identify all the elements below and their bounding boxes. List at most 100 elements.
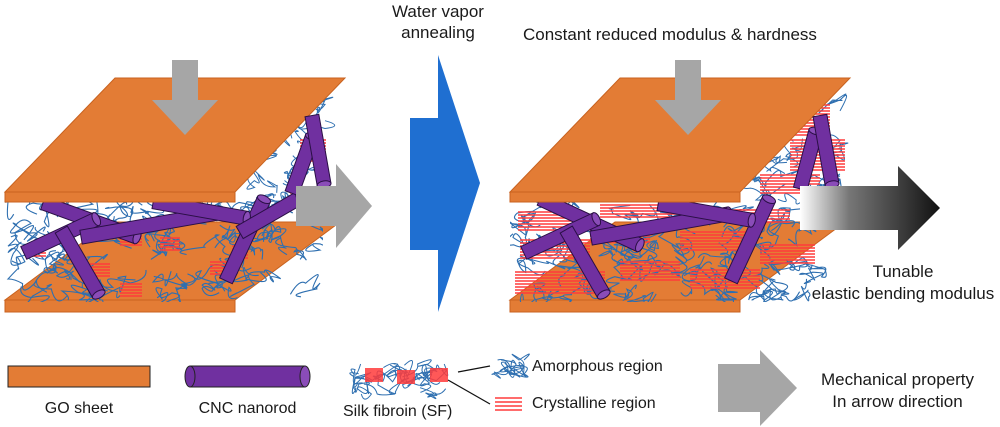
fibroin-strand	[613, 284, 637, 302]
fibroin-strand	[798, 267, 824, 285]
property-arrow-right-gradient	[800, 166, 940, 250]
fibroin-strand	[533, 282, 560, 302]
cnc-rod-end	[635, 238, 645, 253]
fibroin-strand	[636, 247, 690, 282]
cnc-rod-end	[591, 212, 602, 227]
fibroin-strand	[491, 361, 511, 379]
fibroin-strand	[208, 279, 238, 300]
after-annealing-stack	[508, 60, 940, 313]
fibroin-strand	[155, 287, 181, 302]
fibroin-strand	[289, 274, 321, 298]
fibroin-strand	[232, 266, 267, 283]
fibroin-strand	[757, 155, 788, 175]
fibroin-strand	[33, 266, 71, 302]
legend-crystalline-icon	[495, 397, 522, 411]
cnc-rod-end	[257, 194, 272, 205]
annealing-label-line1: Water vapor	[392, 2, 484, 21]
before-annealing-stack	[3, 60, 372, 313]
pressure-arrow-left	[152, 60, 218, 135]
fibroin-strand	[20, 283, 52, 302]
fibroin-strand	[10, 219, 35, 245]
cnc-rod	[723, 194, 777, 285]
legend-property-arrow	[718, 350, 797, 426]
cnc-rod-end	[747, 212, 756, 228]
legend-go-sheet-label: GO sheet	[44, 400, 114, 417]
legend-crystalline-label: Crystalline region	[532, 395, 656, 412]
fibroin-strand	[275, 237, 307, 261]
property-arrow-left	[296, 164, 372, 248]
fibroin-strand	[25, 196, 59, 228]
legend-mechanical-line2: In arrow direction	[832, 392, 963, 411]
fibroin-strand	[715, 280, 738, 302]
go-sheet-top-left-edge	[4, 191, 236, 203]
legend-amorphous-icon	[491, 353, 530, 379]
fibroin-strand	[44, 250, 65, 273]
fibroin-strand	[261, 223, 288, 256]
fibroin-strand	[680, 280, 722, 301]
fibroin-strand	[419, 387, 447, 400]
fibroin-strand	[608, 204, 639, 230]
fibroin-strand	[758, 273, 789, 302]
fibroin-strand	[793, 278, 811, 302]
fibroin-strand	[758, 272, 790, 295]
fibroin-strand	[805, 263, 827, 278]
fibroin-strand	[201, 282, 226, 297]
fibroin-strand	[818, 93, 848, 114]
go-sheet-bottom-left-edge	[4, 299, 236, 313]
fibroin-strand	[748, 288, 772, 302]
tunable-label-line1: Tunable	[872, 262, 934, 281]
constant-modulus-label: Constant reduced modulus & hardness	[523, 25, 817, 44]
fibroin-strand	[12, 222, 49, 243]
fibroin-strand	[144, 230, 183, 251]
legend-go-sheet-swatch	[7, 365, 151, 388]
fibroin-strand	[164, 271, 188, 302]
cnc-rod	[54, 225, 106, 300]
fibroin-strand	[743, 263, 775, 296]
fibroin-strand	[255, 219, 282, 243]
legend-silk-fibroin-swatch	[349, 359, 458, 400]
cnc-rod-end	[91, 212, 102, 227]
cnc-rod-end	[596, 289, 611, 300]
fibroin-strand	[767, 261, 808, 275]
legend	[7, 350, 797, 426]
fibroin-strand	[504, 353, 530, 373]
legend-amorphous-label: Amorphous region	[532, 358, 663, 375]
fibroin-strand	[230, 269, 282, 297]
fibroin-strand	[626, 291, 657, 302]
fibroin-strand	[119, 194, 165, 218]
fibroin-strand	[151, 272, 188, 291]
fibroin-strand	[504, 368, 529, 378]
legend-cnc-nanorod-label: CNC nanorod	[198, 400, 297, 417]
cnc-rods-right-top	[792, 113, 840, 192]
fibroin-strand	[681, 256, 705, 283]
fibroin-strand	[517, 251, 546, 276]
pressure-arrow-right	[655, 60, 721, 135]
fibroin-strand	[7, 234, 26, 266]
fibroin-strand	[43, 253, 65, 274]
annealing-label-line2: annealing	[401, 23, 475, 42]
fibroin-strand	[519, 285, 553, 302]
fibroin-strand	[150, 219, 175, 260]
tunable-label-line2: elastic bending modulus	[811, 284, 995, 303]
fibroin-strand	[548, 286, 583, 302]
fibroin-strand	[305, 223, 323, 252]
cnc-rod	[656, 196, 756, 228]
fibroin-strand	[214, 224, 236, 249]
annealing-arrow	[410, 55, 480, 312]
fibroin-strand	[598, 242, 631, 259]
go-sheet-bottom-right-edge	[509, 299, 741, 313]
cnc-rods-right	[520, 191, 777, 300]
legend-silk-fibroin-label: Silk fibroin (SF)	[343, 403, 453, 420]
fibroin-strand	[654, 261, 713, 279]
cnc-rod-end	[762, 194, 777, 205]
legend-pointer-crystalline	[447, 379, 491, 405]
cnc-rod-end	[91, 289, 106, 300]
legend-pointer-amorphous	[457, 365, 491, 373]
legend-mechanical-line1: Mechanical property	[820, 370, 975, 389]
fibroin-strand	[510, 220, 541, 237]
fibroin-strand	[6, 256, 48, 293]
fibroin-strand	[651, 256, 688, 276]
cnc-rod	[520, 212, 602, 260]
fibroin-strand	[355, 382, 373, 400]
